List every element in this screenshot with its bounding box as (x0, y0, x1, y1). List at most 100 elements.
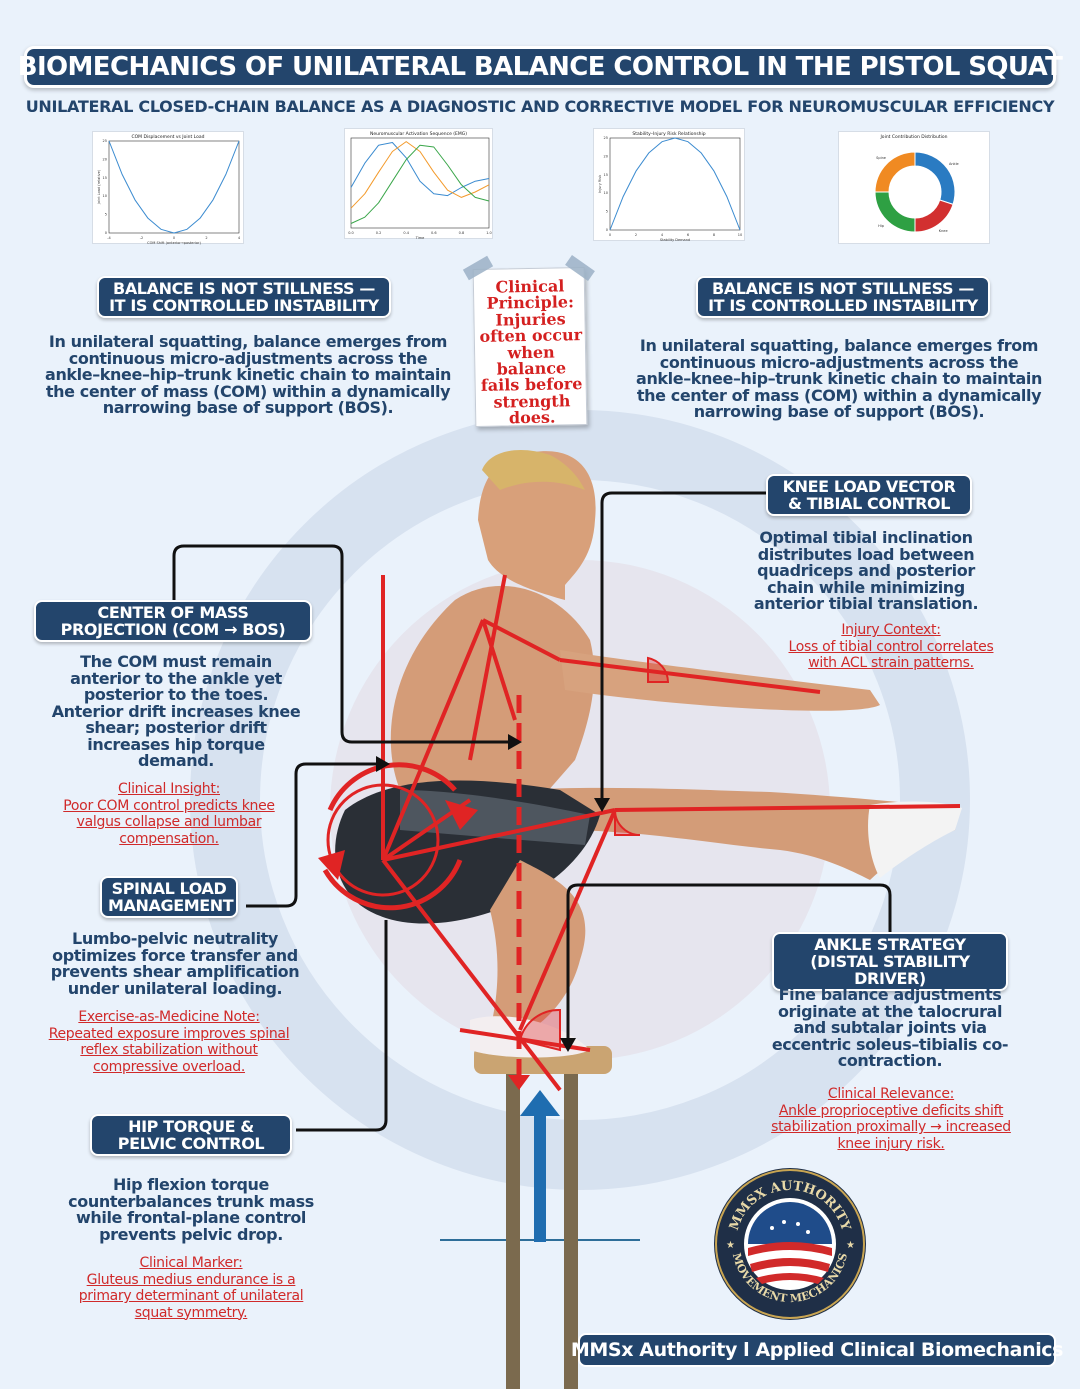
page-subtitle: UNILATERAL CLOSED-CHAIN BALANCE AS A DIA… (25, 97, 1055, 116)
series-line (350, 144, 490, 224)
note-label: Exercise-as-Medicine Note: (78, 1009, 260, 1025)
y-tick-label: 0 (105, 231, 107, 235)
text-balance-right: In unilateral squatting, balance emerges… (636, 336, 1042, 421)
x-tick-label: 6 (687, 233, 689, 237)
text-com-projection: The COM must remain anterior to the ankl… (51, 652, 301, 770)
x-axis-label: Time (415, 236, 425, 240)
footer-text: MMSx Authority l Applied Clinical Biomec… (570, 1339, 1064, 1361)
svg-text:★: ★ (846, 1240, 855, 1251)
donut-label: Knee (939, 229, 948, 233)
x-tick-label: 10 (738, 233, 742, 237)
x-tick-label: 8 (713, 233, 715, 237)
mini-chart-stability-risk: Stability–Injury Risk Relationship 0 2 4 6 8… (593, 128, 745, 242)
donut-label: Spine (876, 156, 886, 160)
note-ankle-strategy: Clinical Relevance: Ankle proprioceptive… (768, 1086, 1014, 1152)
text-balance-left: In unilateral squatting, balance emerges… (45, 332, 451, 417)
series-line (350, 141, 490, 209)
donut-label: Ankle (949, 162, 959, 166)
x-tick-label: 2 (635, 233, 637, 237)
clinical-principle-text: Clinical Principle: Injuries often occur… (479, 276, 583, 427)
plumb-arrowhead (508, 1075, 530, 1090)
kinetic-chain-lines (381, 574, 961, 1092)
y-tick-label: 20 (604, 154, 608, 158)
footer-banner: MMSx Authority l Applied Clinical Biomec… (571, 1333, 1063, 1367)
x-tick-label: -4 (107, 236, 111, 240)
connector-lines (172, 491, 892, 1132)
badge-hip-torque: HIP TORQUE & PELVIC CONTROL (90, 1114, 292, 1156)
x-tick-label: 2 (205, 236, 207, 240)
y-axis-label: Injury Risk (598, 174, 602, 193)
mini-chart-emg-sequence: Neuromuscular Activation Sequence (EMG) … (344, 128, 493, 240)
text-spinal-load: Lumbo-pelvic neutrality optimizes force … (50, 929, 300, 998)
text-knee-load: Optimal tibial inclination distributes l… (753, 528, 979, 613)
badge-knee-load: KNEE LOAD VECTOR & TIBIAL CONTROL (766, 474, 972, 516)
x-tick-label: 0 (609, 233, 611, 237)
x-axis-label: Stability Demand (660, 238, 690, 242)
badge-com-projection: CENTER OF MASS PROJECTION (COM → BOS) (34, 600, 312, 642)
ground-reaction-arrow (520, 1090, 560, 1242)
note-text: Repeated exposure improves spinal reflex… (48, 1025, 290, 1075)
x-tick-label: 0.6 (431, 231, 437, 235)
joint-angle-markers (518, 656, 670, 1052)
badge-balance-right: BALANCE IS NOT STILLNESS — IT IS CONTROL… (696, 276, 990, 318)
x-tick-label: 4 (661, 233, 664, 237)
series-line (108, 140, 240, 234)
y-tick-label: 10 (604, 191, 608, 195)
note-com-projection: Clinical Insight: Poor COM control predi… (46, 781, 292, 847)
note-hip-torque: Clinical Marker: Gluteus medius enduranc… (70, 1255, 312, 1321)
y-tick-label: 15 (103, 176, 107, 180)
text-hip-torque: Hip flexion torque counterbalances trunk… (68, 1175, 314, 1244)
text-ankle-strategy: Fine balance adjustments originate at th… (771, 985, 1009, 1070)
mini-chart-title: Joint Contribution Distribution (880, 135, 948, 140)
x-tick-label: 0.0 (348, 231, 354, 235)
arrowhead (445, 800, 478, 830)
connector-arrowheads (376, 734, 610, 1052)
x-tick-label: -2 (140, 236, 144, 240)
note-knee-load: Injury Context: Loss of tibial control c… (778, 622, 1004, 672)
y-tick-label: 10 (103, 194, 107, 198)
title-banner: BIOMECHANICS OF UNILATERAL BALANCE CONTR… (18, 46, 1063, 88)
x-tick-label: 1.0 (486, 231, 492, 235)
note-label: Clinical Marker: (139, 1255, 243, 1271)
mini-chart-title: COM Displacement vs Joint Load (131, 135, 205, 140)
x-tick-label: 0.8 (459, 231, 465, 235)
page-title: BIOMECHANICS OF UNILATERAL BALANCE CONTR… (17, 52, 1063, 82)
x-tick-label: 4 (238, 236, 241, 240)
series-line (609, 137, 741, 231)
clinical-principle-note: Clinical Principle: Injuries often occur… (472, 267, 588, 427)
mini-chart-title: Neuromuscular Activation Sequence (EMG) (370, 132, 467, 137)
mini-chart-title: Stability–Injury Risk Relationship (632, 132, 706, 137)
donut-label: Hip (878, 224, 885, 228)
rotation-arrows (322, 762, 463, 911)
svg-text:★: ★ (726, 1240, 735, 1251)
note-label: Injury Context: (841, 622, 941, 638)
y-tick-label: 15 (604, 173, 608, 177)
badge-spinal-load: SPINAL LOAD MANAGEMENT (100, 876, 238, 918)
y-axis-label: Joint Load (relative) (97, 169, 101, 205)
mini-chart-com-displacement: COM Displacement vs Joint Load -4 -2 0 2 4 0 5… (92, 131, 244, 245)
arrowhead (318, 850, 345, 880)
note-label: Clinical Relevance: (827, 1086, 955, 1102)
y-tick-label: 5 (105, 213, 107, 217)
y-tick-label: 25 (103, 139, 107, 143)
x-tick-label: 0.4 (403, 231, 409, 235)
y-tick-label: 0 (606, 228, 608, 232)
y-tick-label: 25 (604, 136, 608, 140)
mmsx-authority-seal: MMSX AUTHORITY MOVEMENT MECHANICS ★ ★ (714, 1168, 866, 1320)
badge-ankle-strategy: ANKLE STRATEGY (DISTAL STABILITY DRIVER) (772, 932, 1008, 991)
note-spinal-load: Exercise-as-Medicine Note: Repeated expo… (40, 1009, 298, 1075)
x-axis-label: COM Shift (anterior→posterior) (147, 241, 201, 245)
note-text: Poor COM control predicts knee valgus co… (63, 797, 275, 847)
x-tick-label: 0.2 (376, 231, 382, 235)
x-tick-label: 0 (173, 236, 175, 240)
series-line (350, 142, 490, 197)
plot-frame (350, 137, 490, 229)
y-tick-label: 20 (103, 157, 107, 161)
y-tick-label: 5 (606, 210, 608, 214)
badge-balance-left: BALANCE IS NOT STILLNESS — IT IS CONTROL… (97, 276, 391, 318)
